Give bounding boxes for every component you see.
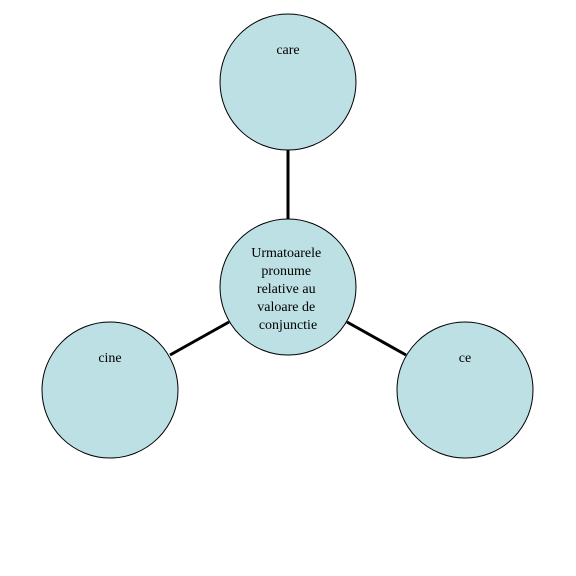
node-ce-label: ce [459, 351, 471, 366]
node-cine-label: cine [98, 351, 121, 366]
node-center: Urmatoarele pronume relative au valoare … [219, 218, 357, 356]
node-center-circle [219, 218, 357, 356]
connector-center-right [346, 320, 407, 357]
node-care-circle [219, 13, 357, 151]
center-label-line-2: pronume [261, 264, 311, 279]
center-label-line-1: Urmatoarele [251, 246, 321, 261]
node-cine: cine [41, 321, 179, 459]
node-care-label: care [276, 43, 299, 58]
center-label-line-3: relative au [257, 282, 316, 297]
center-label: Urmatoarele pronume relative au valoare … [251, 246, 324, 333]
connector-center-left [169, 320, 230, 357]
node-ce-circle [396, 321, 534, 459]
node-cine-circle [41, 321, 179, 459]
center-label-line-4: valoare de [257, 300, 315, 315]
center-label-line-5: conjunctie [259, 318, 317, 333]
node-ce: ce [396, 321, 534, 459]
node-care: care [219, 13, 357, 151]
